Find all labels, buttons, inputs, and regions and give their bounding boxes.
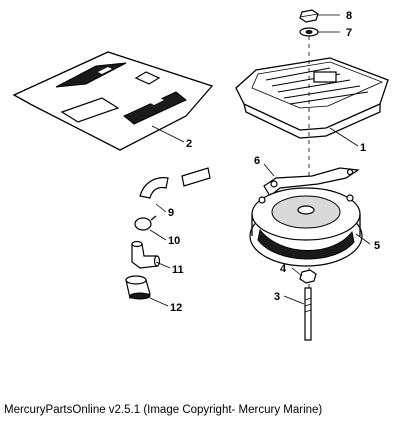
- flywheel-part: [249, 187, 363, 267]
- decal-sheet-part: [12, 51, 214, 151]
- washer-part: [299, 27, 319, 37]
- callout-3: 3: [274, 291, 280, 303]
- callout-9: 9: [168, 207, 174, 219]
- callout-1: 1: [360, 142, 366, 154]
- callout-5: 5: [374, 240, 380, 252]
- elbow-fitting-part: [131, 240, 161, 269]
- callout-4: 4: [280, 263, 287, 275]
- bracket-part: [263, 167, 360, 197]
- engine-cover-part: [235, 57, 389, 139]
- clamp-part: [134, 215, 157, 231]
- image-caption: MercuryPartsOnline v2.5.1 (Image Copyrig…: [4, 404, 323, 416]
- lower-nut-part: [299, 269, 317, 284]
- callout-11: 11: [172, 264, 184, 276]
- callout-7: 7: [346, 27, 352, 39]
- callout-10: 10: [168, 235, 180, 247]
- parts-diagram: 8 7 1 2 6 5 4 3 9 10 11 12: [12, 9, 389, 341]
- callout-8: 8: [346, 10, 352, 22]
- hose-part: [139, 167, 211, 199]
- callout-2: 2: [186, 138, 192, 150]
- callout-6: 6: [254, 155, 260, 167]
- stud-part: [304, 287, 312, 341]
- callout-12: 12: [170, 302, 182, 314]
- grommet-part: [125, 275, 151, 300]
- nut-part: [299, 9, 319, 23]
- leader-lines: [149, 14, 371, 307]
